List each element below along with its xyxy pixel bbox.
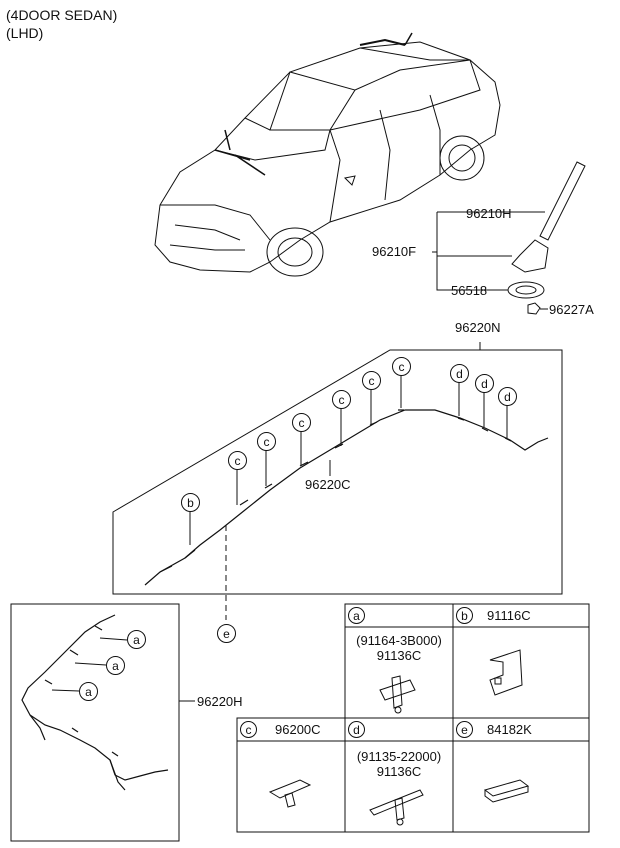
- callout-c: c: [228, 451, 247, 470]
- nut-label: 96227A: [549, 302, 594, 317]
- table-cell-e-code: 84182K: [487, 722, 532, 737]
- table-cell-b-letter: b: [456, 607, 473, 624]
- table-cell-a-code: 91136C: [376, 648, 422, 663]
- clip-a-sketch: [379, 675, 416, 714]
- table-cell-c-letter: c: [240, 721, 257, 738]
- floor-harness-box: [10, 603, 180, 842]
- clip-b-sketch: [489, 649, 523, 696]
- callout-d: d: [498, 387, 517, 406]
- parts-table: [236, 603, 590, 833]
- table-cell-a-partno: (91164-3B000): [356, 633, 442, 648]
- antenna-illustration: [432, 161, 586, 350]
- roof-harness-label: 96220N: [455, 320, 501, 335]
- callout-c: c: [392, 357, 411, 376]
- gasket-label: 56518: [451, 283, 488, 298]
- callout-c: c: [362, 371, 381, 390]
- table-cell-d-code: 91136C: [376, 764, 422, 779]
- drive-side-label: (LHD): [6, 25, 44, 41]
- table-cell-d-partno: (91135-22000): [356, 749, 442, 764]
- clip-c-sketch: [268, 779, 312, 808]
- roof-leaders: [189, 376, 508, 620]
- callout-c: c: [257, 432, 276, 451]
- table-cell-e-letter: e: [456, 721, 473, 738]
- callout-a: a: [127, 630, 146, 649]
- antenna-base-label: 96210F: [372, 244, 417, 259]
- table-cell-b-code: 91116C: [487, 608, 531, 623]
- floor-leaders: [51, 637, 195, 702]
- table-cell-a-letter: a: [348, 607, 365, 624]
- table-cell-d-letter: d: [348, 721, 365, 738]
- floor-harness-label: 96220H: [197, 694, 243, 709]
- antenna-rod-label: 96210H: [466, 206, 512, 221]
- roof-harness-box: [112, 349, 563, 595]
- clip-d-sketch: [369, 789, 424, 826]
- callout-a: a: [79, 682, 98, 701]
- roof-harness-wire: [144, 409, 549, 586]
- callout-a: a: [106, 656, 125, 675]
- callout-b: b: [181, 493, 200, 512]
- callout-c: c: [292, 413, 311, 432]
- table-cell-c-code: 96200C: [275, 722, 321, 737]
- car-illustration: [154, 32, 501, 277]
- vehicle-type-label: (4DOOR SEDAN): [6, 7, 118, 23]
- callout-d: d: [450, 364, 469, 383]
- pad-e-sketch: [483, 779, 530, 803]
- harness-mid-label: 96220C: [305, 477, 351, 492]
- floor-harness-wire: [21, 614, 169, 791]
- callout-e: e: [217, 624, 236, 643]
- callout-c: c: [332, 390, 351, 409]
- callout-d: d: [475, 374, 494, 393]
